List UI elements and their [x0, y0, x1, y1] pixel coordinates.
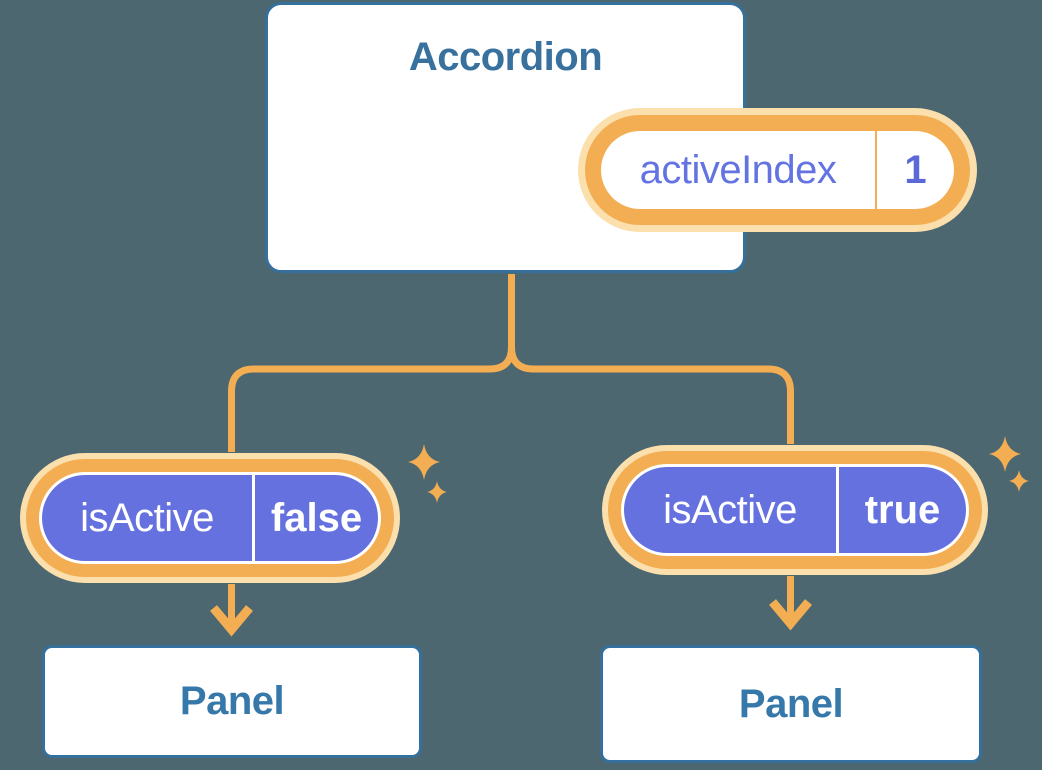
component-title: Panel [738, 681, 844, 726]
state-pill: activeIndex 1 [578, 108, 977, 232]
prop-name-label: isActive [80, 495, 214, 540]
state-name-label: activeIndex [639, 147, 837, 192]
component-title: Panel [179, 679, 285, 723]
prop-value-label: false [270, 495, 363, 540]
arrow-down-icon [210, 584, 253, 637]
state-pill-body: activeIndex 1 [601, 131, 954, 209]
component-title: Accordion [408, 35, 603, 79]
state-value-label: 1 [904, 147, 927, 192]
accordion-component-node: Accordion activeIndex 1 [265, 2, 977, 273]
state-pill-ring: activeIndex 1 [585, 115, 970, 225]
prop-name-label: isActive [663, 487, 797, 532]
prop-pill-true: isActive true [602, 445, 988, 575]
panel-component-node: Panel [600, 645, 982, 763]
arrow-down-icon [769, 576, 812, 631]
sparkle-icon [989, 436, 1029, 492]
prop-pill-ring: isActive true [608, 451, 982, 569]
tree-connector-line [228, 274, 794, 452]
prop-value-label: true [864, 487, 941, 532]
prop-pill-body: isActive false [39, 472, 381, 564]
pill-divider [875, 131, 877, 209]
pill-divider [836, 467, 839, 553]
prop-pill-body: isActive true [621, 464, 969, 556]
prop-pill-ring: isActive false [26, 459, 394, 577]
panel-component-node: Panel [42, 645, 422, 758]
pill-divider [252, 475, 255, 561]
prop-pill-false: isActive false [20, 453, 400, 583]
sparkle-icon [408, 444, 447, 503]
